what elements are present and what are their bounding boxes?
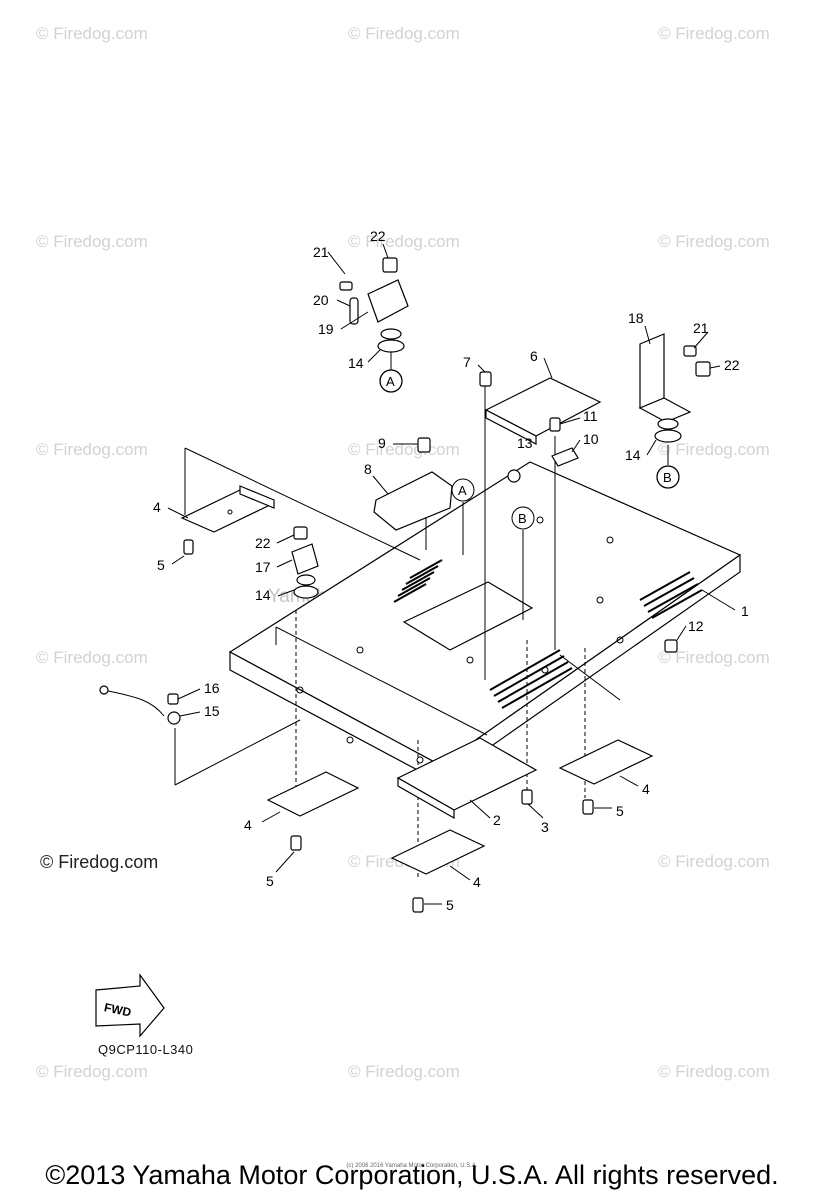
footer-small: (c) 2006 2016 Yamaha Motor Corporation, … <box>346 1163 478 1169</box>
callout-14: 14 <box>255 587 271 603</box>
callout-4: 4 <box>244 817 252 833</box>
callout-5: 5 <box>266 873 274 889</box>
nut-12 <box>664 639 678 653</box>
clip-10 <box>507 417 579 483</box>
callout-22: 22 <box>724 357 740 373</box>
watermark: © Firedog.com <box>658 648 770 667</box>
bracket-4-upper <box>180 485 275 555</box>
callout-22: 22 <box>370 228 386 244</box>
bracket-4-lower <box>266 739 654 913</box>
figure-code: Q9CP110-L340 <box>98 1042 194 1057</box>
leader-lines <box>174 345 736 878</box>
callout-21: 21 <box>313 244 329 260</box>
ref-a-upper: A <box>386 374 395 389</box>
ref-a-frame: A <box>458 483 467 498</box>
watermark: © Firedog.com <box>658 1062 770 1081</box>
callout-1: 1 <box>741 603 749 619</box>
callout-6: 6 <box>530 348 538 364</box>
callout-12: 12 <box>688 618 704 634</box>
watermark: © Firedog.com <box>36 648 148 667</box>
watermark: © Firedog.com <box>348 440 460 459</box>
callout-19: 19 <box>318 321 334 337</box>
ref-b-frame: B <box>518 511 527 526</box>
callout-7: 7 <box>463 354 471 370</box>
cover-8 <box>373 437 453 531</box>
callout-8: 8 <box>364 461 372 477</box>
callout-3: 3 <box>541 819 549 835</box>
callout-9: 9 <box>378 435 386 451</box>
bracket-6 <box>479 371 602 445</box>
callout-14: 14 <box>625 447 641 463</box>
mount-bracket-right <box>638 333 711 489</box>
callout-4: 4 <box>642 781 650 797</box>
watermark: © Firedog.com <box>36 24 148 43</box>
callout-17: 17 <box>255 559 271 575</box>
callout-11: 11 <box>583 408 598 424</box>
callout-5: 5 <box>446 897 454 913</box>
watermark: © Firedog.com <box>658 440 770 459</box>
watermark: © Firedog.com <box>658 852 770 871</box>
watermark: © Firedog.com <box>36 1062 148 1081</box>
ref-b-right: B <box>663 470 672 485</box>
fwd-label: FWD <box>103 1000 133 1019</box>
watermark: © Firedog.com <box>36 440 148 459</box>
callout-13: 13 <box>517 435 533 451</box>
watermark: © Firedog.com <box>348 232 460 251</box>
callout-18: 18 <box>628 310 644 326</box>
fwd-arrow-icon <box>95 973 165 1038</box>
skid-plate-2 <box>396 737 538 820</box>
callout-22: 22 <box>255 535 271 551</box>
ground-wire <box>99 685 181 725</box>
callout-5: 5 <box>157 557 165 573</box>
callout-20: 20 <box>313 292 329 308</box>
callout-14: 14 <box>348 355 364 371</box>
watermark: © Firedog.com <box>348 1062 460 1081</box>
watermark: © Firedog.com <box>36 232 148 251</box>
callout-2: 2 <box>493 812 501 828</box>
watermark: © Firedog.com <box>658 24 770 43</box>
callout-16: 16 <box>204 680 220 696</box>
callout-10: 10 <box>583 431 599 447</box>
callout-4: 4 <box>473 874 481 890</box>
watermark: © Firedog.com <box>658 232 770 251</box>
footer-copyright: ©2013 Yamaha Motor Corporation, U.S.A. A… <box>45 1160 779 1190</box>
callout-5: 5 <box>616 803 624 819</box>
callout-15: 15 <box>204 703 220 719</box>
mount-bracket-middle <box>291 526 319 599</box>
callout-4: 4 <box>153 499 161 515</box>
callout-21: 21 <box>693 320 709 336</box>
copyright-badge: © Firedog.com <box>40 852 159 872</box>
watermark: © Firedog.com <box>348 24 460 43</box>
